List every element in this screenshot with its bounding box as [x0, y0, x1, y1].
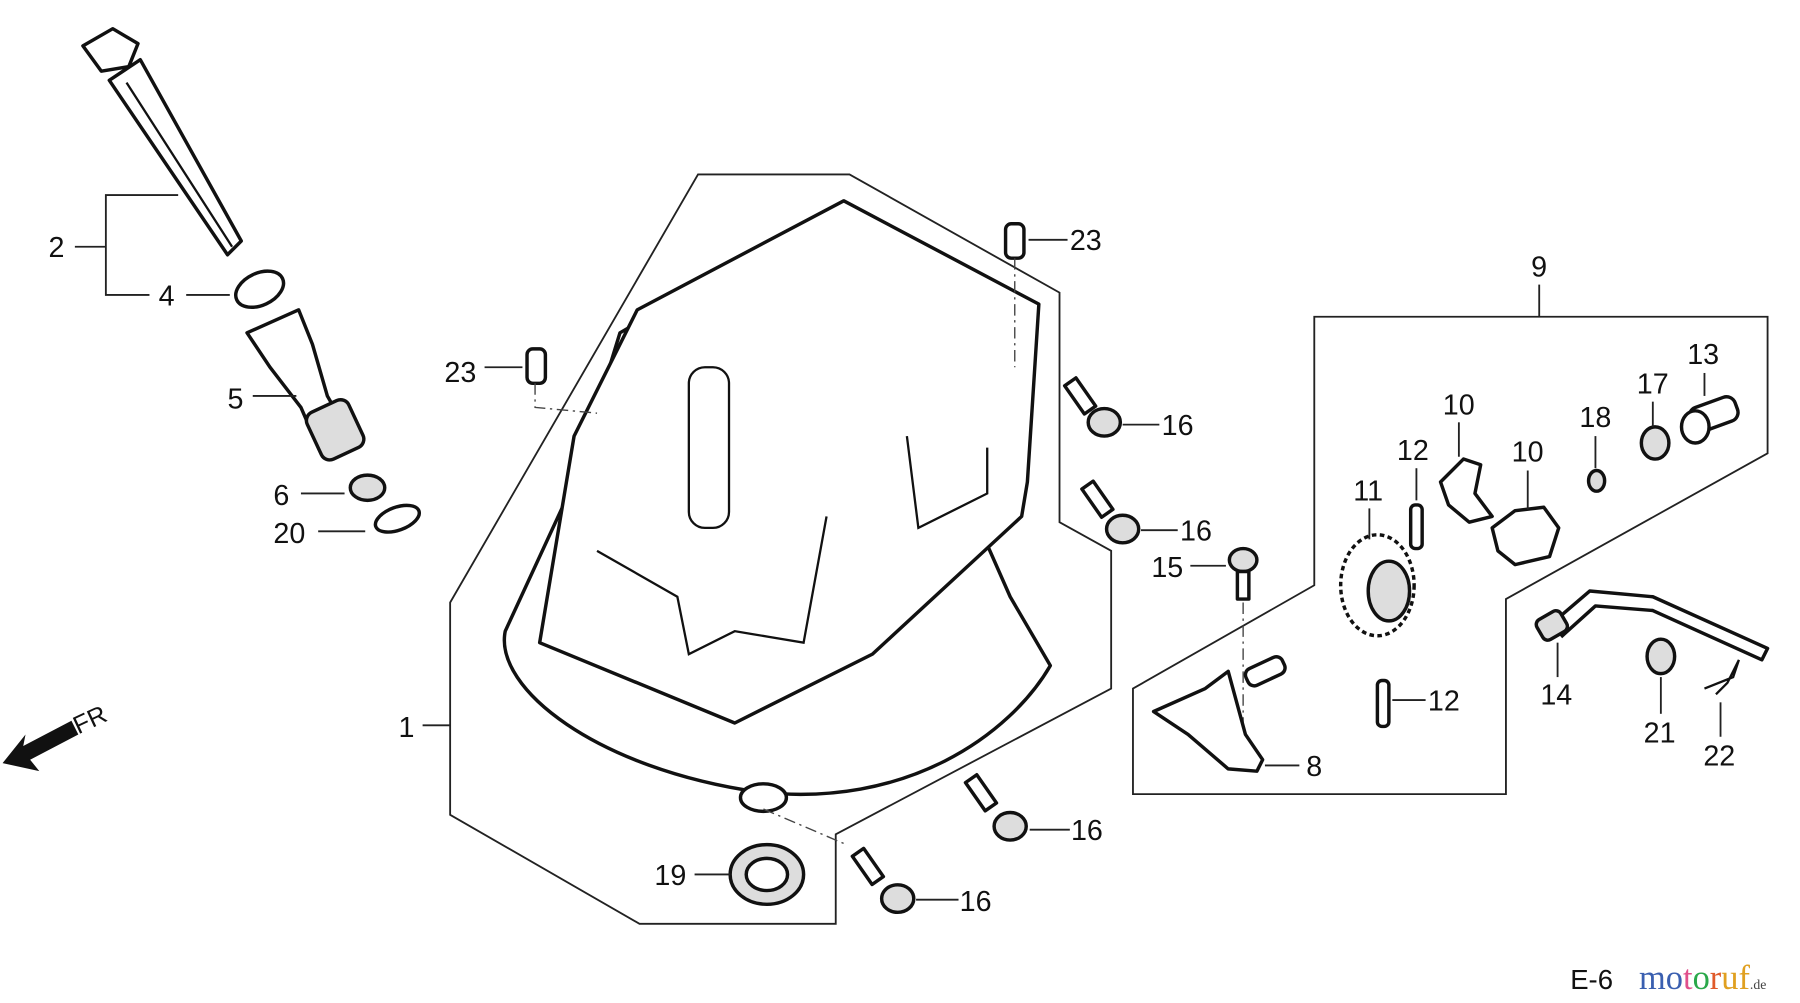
- bolt-part[interactable]: [1227, 546, 1259, 601]
- callout: 2: [48, 232, 64, 264]
- motoruf-watermark-logo: motoruf.de: [1639, 959, 1766, 997]
- callout: 23: [444, 357, 476, 389]
- filler-tube-part[interactable]: [245, 308, 367, 463]
- pin-part[interactable]: [1408, 503, 1424, 551]
- dowel-pin-part[interactable]: [1003, 222, 1026, 260]
- oil-pan-part[interactable]: [502, 199, 1053, 814]
- governor-group-outline: [1132, 315, 1769, 796]
- callout: 11: [1353, 475, 1383, 507]
- callout: 8: [1306, 751, 1322, 783]
- callout: 5: [228, 384, 244, 416]
- leader-lines: [74, 194, 1722, 901]
- clip-part[interactable]: [348, 473, 387, 503]
- callout: 22: [1703, 740, 1735, 772]
- flange-bolt-part[interactable]: [963, 773, 1028, 842]
- callout: 18: [1579, 402, 1611, 434]
- governor-shaft-part[interactable]: [1534, 589, 1770, 662]
- callout: 12: [1428, 685, 1460, 717]
- callout: 16: [1071, 815, 1103, 847]
- dipstick-part[interactable]: [81, 26, 244, 257]
- callout: 10: [1443, 389, 1475, 421]
- callout: 20: [273, 518, 305, 550]
- callout: 12: [1397, 435, 1429, 467]
- holder-part[interactable]: [1679, 394, 1741, 445]
- callout: 16: [1180, 516, 1212, 548]
- washer-part[interactable]: [1586, 468, 1607, 493]
- callout: 13: [1687, 339, 1719, 371]
- governor-arm-part[interactable]: [1151, 654, 1288, 773]
- callout: 17: [1637, 369, 1669, 401]
- o-ring-part[interactable]: [230, 264, 289, 314]
- front-direction-arrow-icon: FR: [2, 700, 111, 772]
- weight-part[interactable]: [1438, 457, 1494, 524]
- callout: 15: [1151, 552, 1183, 584]
- callout: 23: [1070, 225, 1102, 257]
- callout: 16: [960, 886, 992, 918]
- washer-part[interactable]: [372, 500, 423, 537]
- callout: 10: [1512, 436, 1544, 468]
- callout: 9: [1531, 252, 1547, 284]
- pin-part[interactable]: [1375, 678, 1391, 729]
- washer-part[interactable]: [1639, 425, 1671, 461]
- governor-gear-part[interactable]: [1338, 533, 1416, 638]
- callout: 1: [399, 712, 415, 744]
- oil-pan-group-outline: [449, 173, 1113, 925]
- oil-seal-part[interactable]: [728, 842, 806, 907]
- callout: 4: [159, 280, 175, 312]
- callout-labels: 2 4 5 6 20 23 23 16 16 15 9 10 12 10 11 …: [48, 225, 1735, 918]
- callout: 6: [273, 480, 289, 512]
- clip-part[interactable]: [1704, 659, 1740, 696]
- page-code: E-6: [1570, 964, 1613, 995]
- flange-bolt-part[interactable]: [1062, 376, 1123, 438]
- callout: 19: [654, 860, 686, 892]
- weight-part[interactable]: [1490, 505, 1561, 567]
- callout: 21: [1644, 717, 1676, 749]
- dowel-pin-part[interactable]: [525, 347, 548, 386]
- callout: 14: [1540, 680, 1572, 712]
- flange-bolt-part[interactable]: [850, 846, 916, 915]
- callout: 16: [1162, 410, 1194, 442]
- flange-bolt-part[interactable]: [1080, 479, 1141, 545]
- washer-part[interactable]: [1645, 637, 1677, 676]
- svg-text:motoruf.de: motoruf.de: [1639, 959, 1766, 997]
